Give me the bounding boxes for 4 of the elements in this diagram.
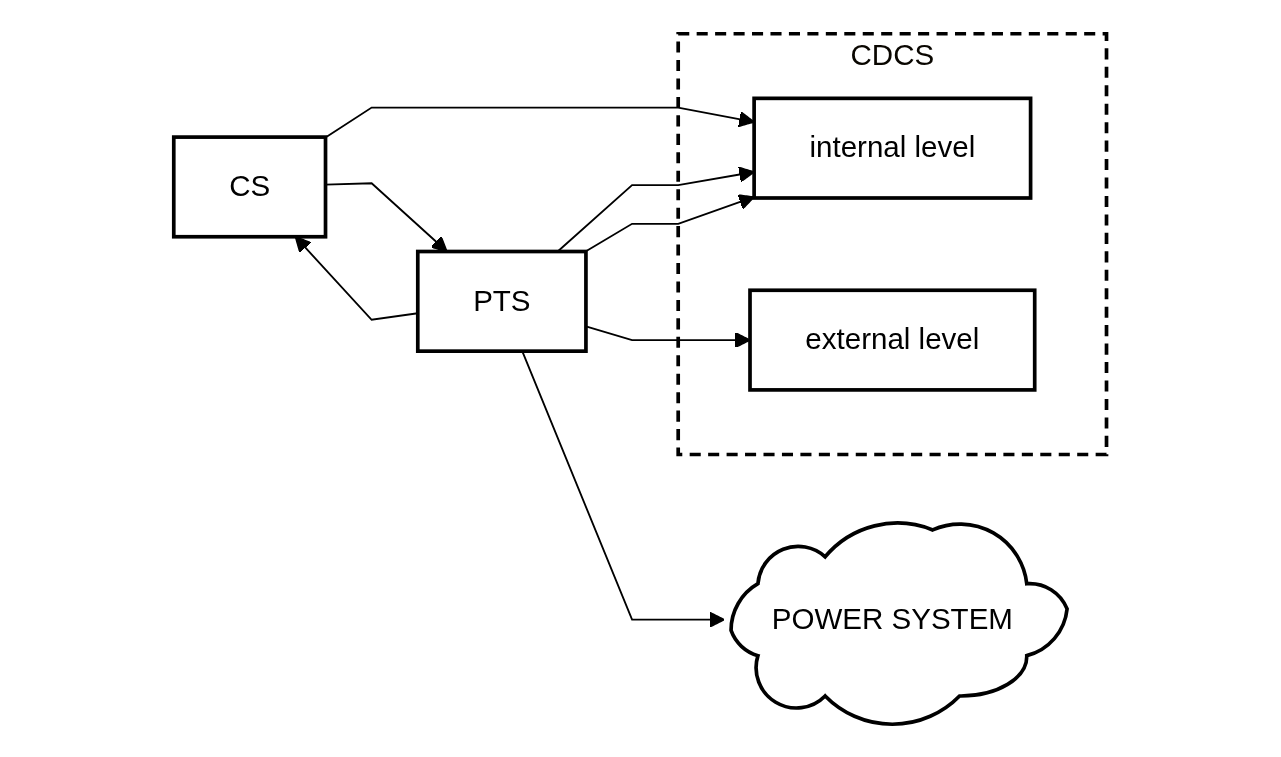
node-box: PTS <box>416 249 589 353</box>
node-box: internal level <box>752 96 1033 200</box>
node-box: CS <box>172 134 328 239</box>
node-box: external level <box>748 287 1037 392</box>
